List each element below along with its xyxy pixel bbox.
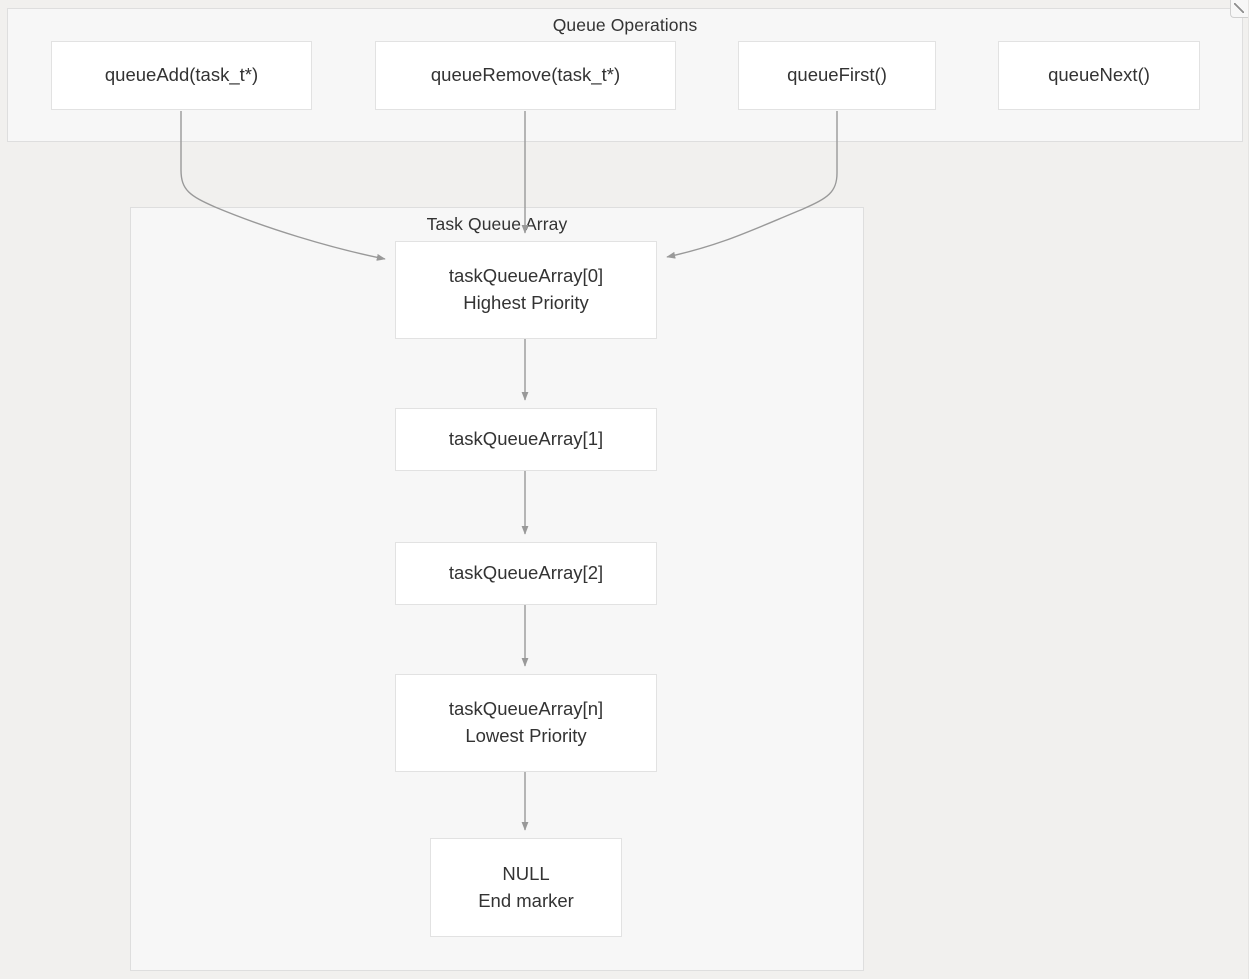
cluster-queue-operations-label: Queue Operations: [552, 15, 698, 35]
node-task-queue-array-2-line1: taskQueueArray[2]: [448, 562, 604, 584]
node-task-queue-array-n-line2: Lowest Priority: [465, 725, 587, 746]
node-null-end-marker-line1: NULL: [502, 862, 550, 884]
node-queue-first[interactable]: queueFirst(): [738, 41, 936, 110]
node-task-queue-array-1-line1: taskQueueArray[1]: [448, 428, 604, 450]
node-queue-next-label: queueNext(): [1048, 64, 1150, 86]
node-queue-remove[interactable]: queueRemove(task_t*): [375, 41, 676, 110]
node-task-queue-array-1[interactable]: taskQueueArray[1]: [395, 408, 657, 471]
node-null-end-marker[interactable]: NULL End marker: [430, 838, 622, 937]
node-task-queue-array-0[interactable]: taskQueueArray[0] Highest Priority: [395, 241, 657, 339]
node-queue-first-label: queueFirst(): [787, 64, 887, 86]
node-task-queue-array-n[interactable]: taskQueueArray[n] Lowest Priority: [395, 674, 657, 772]
node-task-queue-array-0-line2: Highest Priority: [463, 292, 589, 313]
node-null-end-marker-line2: End marker: [478, 889, 574, 911]
node-queue-next[interactable]: queueNext(): [998, 41, 1200, 110]
node-queue-add[interactable]: queueAdd(task_t*): [51, 41, 312, 110]
cluster-task-queue-array-label: Task Queue Array: [426, 214, 568, 234]
node-queue-remove-label: queueRemove(task_t*): [430, 64, 621, 86]
node-task-queue-array-2[interactable]: taskQueueArray[2]: [395, 542, 657, 605]
node-task-queue-array-n-line1: taskQueueArray[n]: [448, 698, 604, 720]
resize-grip-icon[interactable]: [1230, 0, 1248, 18]
node-queue-add-label: queueAdd(task_t*): [104, 64, 259, 86]
node-task-queue-array-0-line1: taskQueueArray[0]: [448, 265, 604, 287]
